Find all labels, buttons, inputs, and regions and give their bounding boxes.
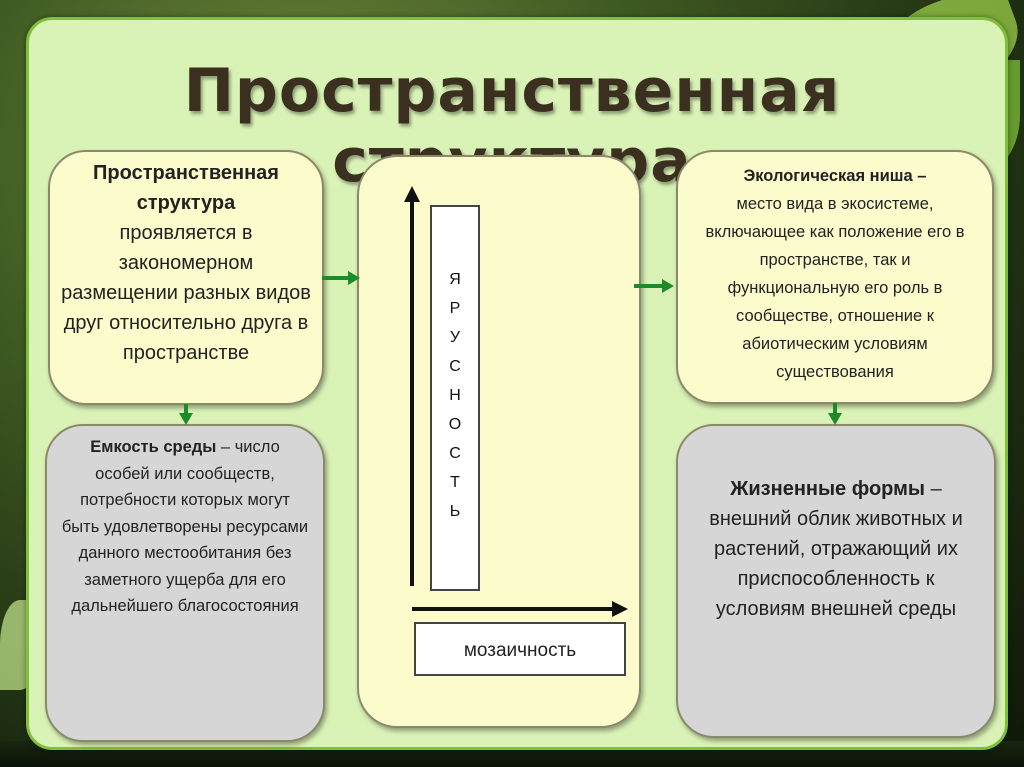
ecological-niche-definition: место вида в экосистеме, включающее как … (705, 195, 965, 381)
spatial-structure-term: Пространственная структура (93, 162, 279, 214)
arrow-right-icon (322, 271, 360, 285)
environment-capacity-box: Емкость среды – число особей или сообщес… (45, 424, 325, 742)
arrow-down-icon (828, 403, 842, 425)
mosaic-label-box: мозаичность (414, 622, 626, 676)
layering-label: Я Р У С Н О С Т Ь (448, 271, 462, 520)
spatial-structure-box: Пространственная структура проявляется в… (48, 150, 324, 405)
arrow-down-icon (179, 404, 193, 425)
ecological-niche-term: Экологическая ниша – (743, 167, 927, 185)
mosaic-label: мозаичность (463, 640, 577, 661)
environment-capacity-term: Емкость среды (90, 438, 217, 456)
ecological-niche-box: Экологическая ниша – место вида в экосис… (676, 150, 994, 404)
life-forms-term: Жизненные формы (730, 478, 926, 500)
arrow-right-icon (634, 279, 674, 293)
horizontal-arrow-icon (412, 601, 628, 617)
spatial-structure-definition: проявляется в закономерном размещении ра… (61, 222, 311, 364)
life-forms-definition: – внешний облик животных и растений, отр… (709, 478, 963, 620)
vertical-arrow-icon (404, 186, 420, 586)
environment-capacity-definition: – число особей или сообществ, потребност… (61, 438, 309, 615)
life-forms-box: Жизненные формы – внешний облик животных… (676, 424, 996, 738)
layering-label-box: Я Р У С Н О С Т Ь (430, 205, 480, 591)
